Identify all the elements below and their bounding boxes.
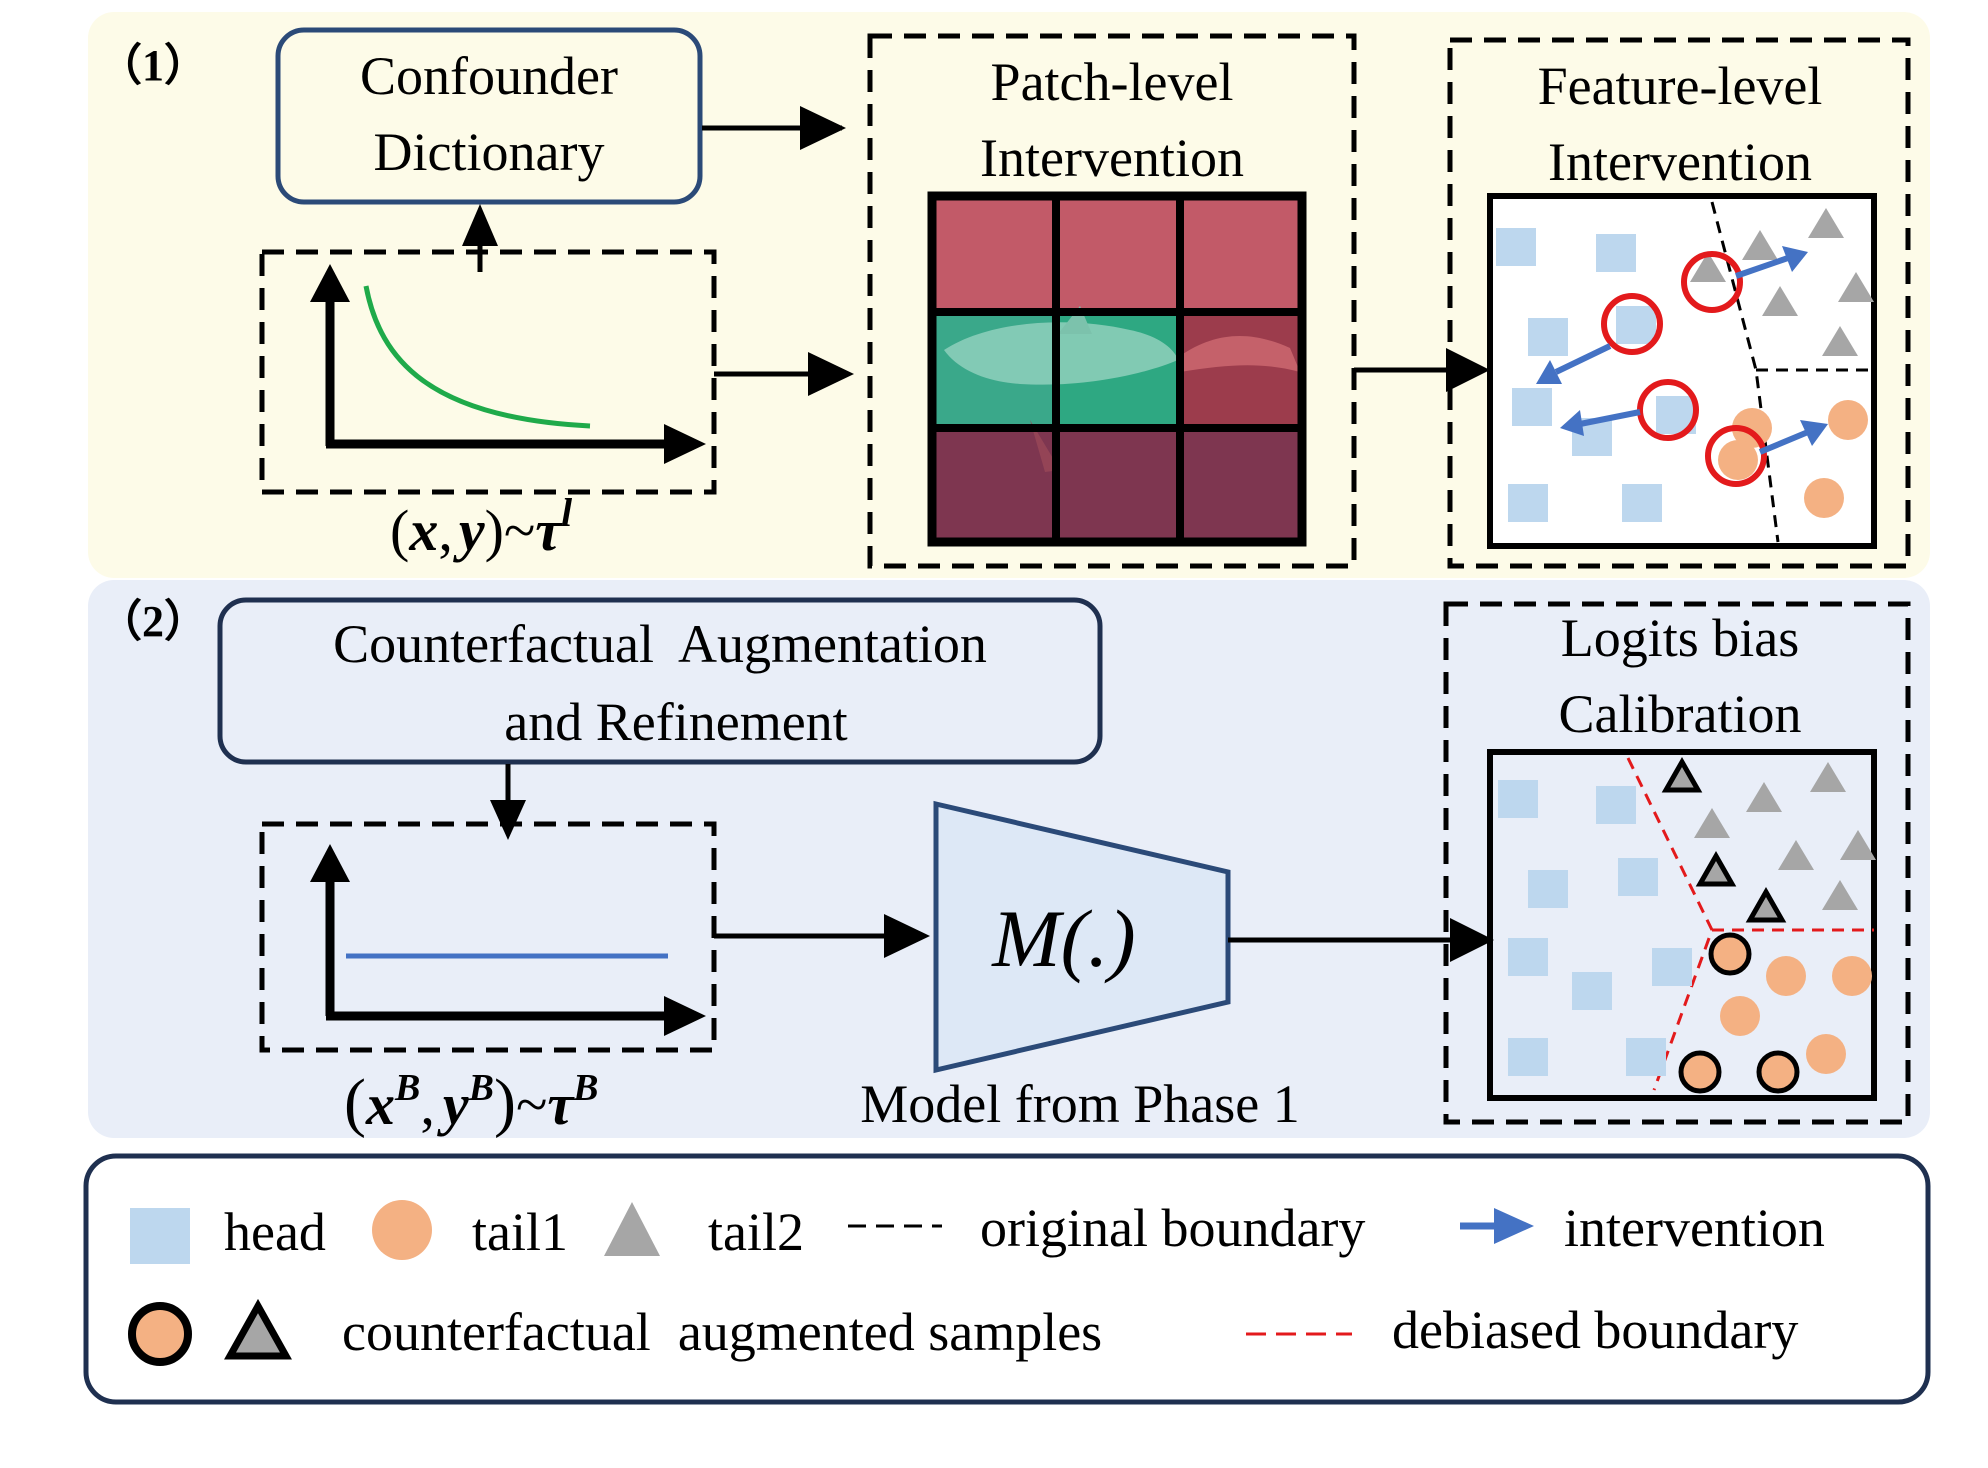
counterfactual-augmentation-box [217,597,1103,765]
balanced-y-arrowhead [310,844,350,882]
logits-cf-tail1-samples [1678,932,1800,1094]
patch-grid-image [927,191,1307,547]
feature-tail2-samples [1690,208,1874,356]
label-close: ) [485,498,504,563]
label-open: ( [390,498,409,563]
legend-cf-triangle-icon [224,1298,292,1360]
confounder-dictionary-line1: Confounder [360,46,618,106]
arrowhead-plot-to-patch [808,352,854,396]
label2-x: x [365,1072,395,1137]
feature-tail1-samples [1718,400,1868,518]
longtail-y-arrowhead [310,264,350,302]
feature-title-line2: Intervention [1548,132,1812,192]
label2-tau: τ [547,1072,575,1137]
label2-x-sup: B [394,1067,420,1109]
legend-head-icon [130,1208,190,1264]
label2-comma: , [420,1072,435,1137]
phase1-marker: （1） [98,41,208,90]
feature-intervention-arrowheads [1536,246,1828,446]
phase2-distribution-label: (xB,yB)~τB [344,1066,598,1139]
arrowhead-plot-to-dictionary [462,204,498,246]
shark-silhouette [944,322,1178,385]
label-x: x [408,498,438,563]
legend-tail1-label: tail1 [472,1202,568,1262]
balanced-x-arrowhead [664,996,706,1036]
arrowhead-patch-to-feature [1446,348,1490,392]
patch-intervention-box [867,33,1357,569]
label-sup-l: l [561,490,573,535]
label-y: y [453,498,485,563]
logits-cf-tail2-samples [1661,756,1787,923]
legend-debiased-boundary-label: debiased boundary [1392,1300,1798,1360]
legend-cf-circle-icon [128,1302,192,1366]
logits-title-line1: Logits bias [1561,608,1800,668]
legend-original-boundary-label: original boundary [980,1198,1365,1258]
legend-tail2-icon [604,1202,660,1256]
longtail-plot-box [259,249,717,495]
label-tilde: ~ [504,498,535,563]
arrowhead-model-to-logits [1450,918,1494,962]
logits-space-panel [1487,749,1877,1101]
legend-tail1-icon [372,1200,432,1260]
label-comma: , [438,498,453,563]
patch-title-line2: Intervention [980,128,1244,188]
label2-tau-sup: B [572,1067,598,1109]
legend-box [83,1153,1931,1405]
label2-tilde: ~ [516,1072,547,1137]
feature-intervened-samples [1601,251,1767,487]
legend-intervention-label: intervention [1564,1198,1825,1258]
label-tau: τ [535,498,563,563]
confounder-dictionary-line2: Dictionary [374,122,605,182]
label2-y-sup: B [468,1067,494,1109]
longtail-x-arrowhead [664,424,706,464]
feature-original-boundary [1710,201,1780,543]
phase1-distribution-label: (x,y)~τl [390,490,573,563]
confounder-dictionary-box [275,27,703,205]
feature-title-line1: Feature-level [1538,56,1823,116]
augment-box-line1: Counterfactual Augmentation [333,614,987,674]
longtail-curve [363,285,591,429]
arrowhead-plot-to-model [884,914,930,958]
model-label: M(.) [991,893,1135,984]
feature-intervention-arrows [1554,255,1810,455]
legend-cf-samples-label: counterfactual augmented samples [342,1302,1102,1362]
label2-open: ( [344,1066,366,1139]
legend-tail2-label: tail2 [708,1202,804,1262]
augment-box-line2: and Refinement [504,692,847,752]
label2-close: ) [494,1066,516,1139]
logits-head-samples [1498,780,1692,1076]
feature-head-samples [1496,228,1696,522]
feature-intervention-box [1447,37,1911,569]
arrowhead-dictionary-to-patch [800,106,846,150]
logits-calibration-box [1443,601,1911,1125]
legend-head-label: head [224,1202,326,1262]
model-trapezoid [933,800,1231,1074]
logits-tail2-samples [1694,762,1876,910]
label2-y: y [437,1072,469,1137]
arrowhead-augment-to-plot [490,800,526,840]
model-caption: Model from Phase 1 [860,1074,1299,1134]
patch-title-line1: Patch-level [991,52,1234,112]
logits-title-line2: Calibration [1559,684,1802,744]
legend-intervention-arrowhead [1494,1208,1534,1244]
phase2-marker: （2） [98,597,208,646]
logits-tail1-samples [1720,956,1872,1074]
